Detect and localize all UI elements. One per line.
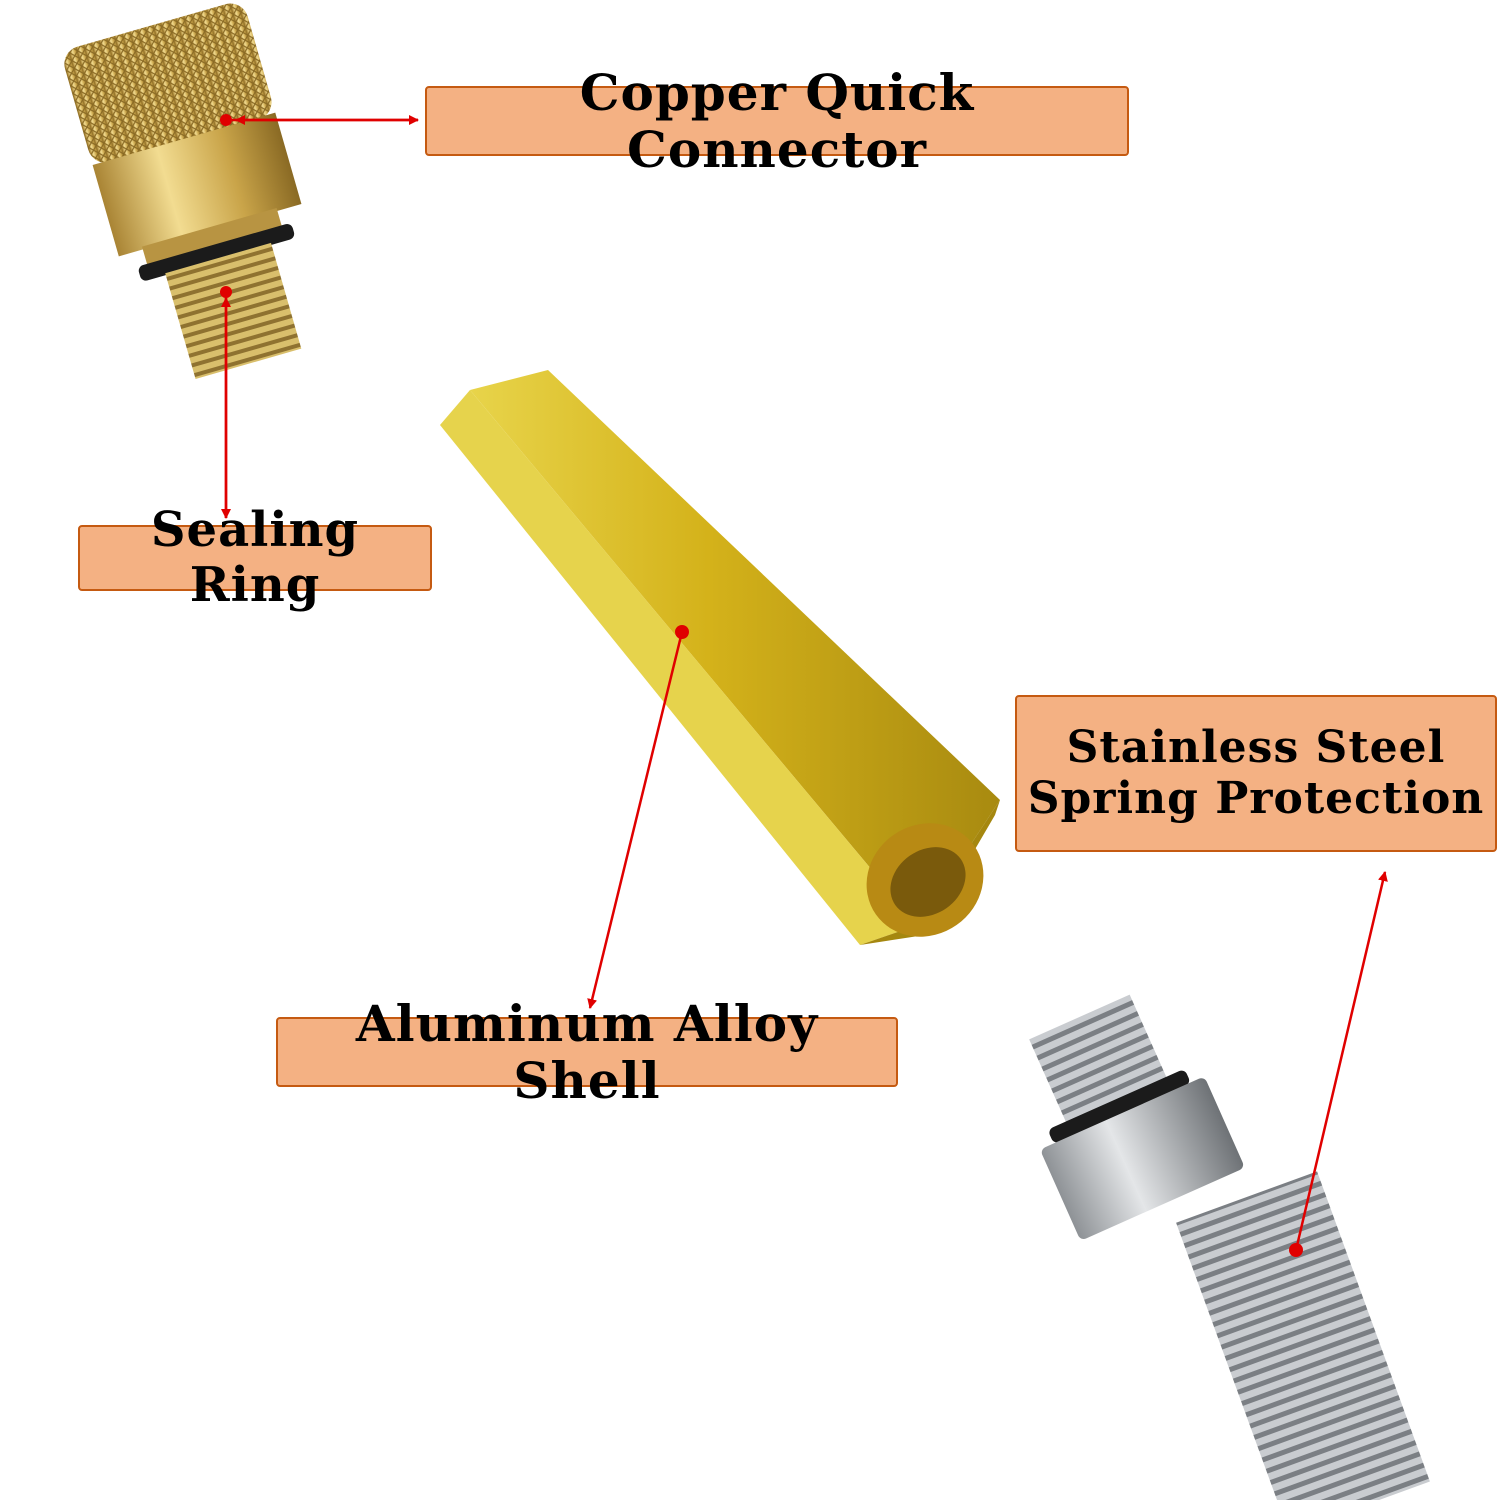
steel-fitting-icon (1029, 994, 1244, 1239)
stainless-label-line-1: Stainless Steel (1066, 721, 1446, 773)
aluminum-alloy-shell-label: Aluminum Alloy Shell (276, 994, 898, 1109)
sealing-ring-arrow (220, 286, 232, 519)
spring-hose-icon (1176, 1171, 1430, 1500)
stainless-label-line-2: Spring Protection (1027, 772, 1485, 824)
aluminum-shell-arrow (587, 625, 689, 1009)
hex-aluminum-shell-icon (440, 370, 1000, 945)
sealing-ring-label: Sealing Ring (78, 502, 432, 613)
stainless-steel-spring-protection-label: Stainless Steel Spring Protection (1015, 695, 1497, 852)
copper-quick-connector-label: Copper Quick Connector (425, 63, 1129, 178)
stainless-spring-arrow (1289, 871, 1388, 1257)
brass-quick-connector-icon (64, 3, 302, 379)
copper-connector-arrow (220, 114, 419, 126)
